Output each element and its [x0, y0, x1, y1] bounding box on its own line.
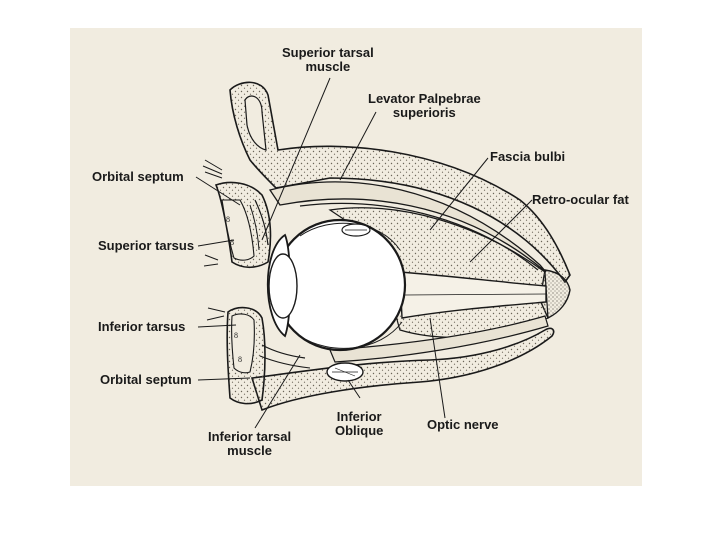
svg-text:8: 8 [230, 238, 234, 247]
superior-rectus [299, 202, 539, 271]
label-fascia-bulbi: Fascia bulbi [490, 149, 566, 164]
label-superior-tarsal-muscle: Superior tarsal muscle [282, 45, 374, 74]
label-levator-palpebrae-superioris: Levator Palpebrae superioris [368, 91, 481, 120]
lens [268, 253, 298, 319]
svg-text:8: 8 [234, 331, 238, 340]
label-inferior-tarsus: Inferior tarsus [98, 319, 186, 334]
label-inferior-oblique: Inferior Oblique [335, 409, 384, 438]
svg-text:8: 8 [238, 355, 242, 364]
lower-orbital-bone [250, 327, 555, 412]
label-superior-tarsus: Superior tarsus [98, 238, 195, 253]
inferior-tarsal-muscle-shape [261, 344, 306, 359]
levator-muscle [268, 181, 547, 273]
eyelashes [202, 159, 226, 321]
bone-cavity [244, 95, 267, 151]
superior-tarsal-muscle-shape [254, 199, 269, 246]
label-inferior-tarsal-muscle: Inferior tarsal muscle [208, 429, 292, 458]
leader-lines [195, 77, 533, 429]
superior-tarsus-plate [221, 199, 255, 261]
inferior-tarsus-plate [231, 313, 255, 374]
optic-nerve-shape [399, 271, 547, 319]
inferior-rectus [329, 315, 549, 363]
svg-text:8: 8 [226, 215, 230, 224]
label-retro-ocular-fat: Retro-ocular fat [532, 192, 629, 207]
label-orbital-septum-upper: Orbital septum [92, 169, 184, 184]
label-orbital-septum-lower: Orbital septum [100, 372, 192, 387]
label-optic-nerve: Optic nerve [427, 417, 499, 432]
